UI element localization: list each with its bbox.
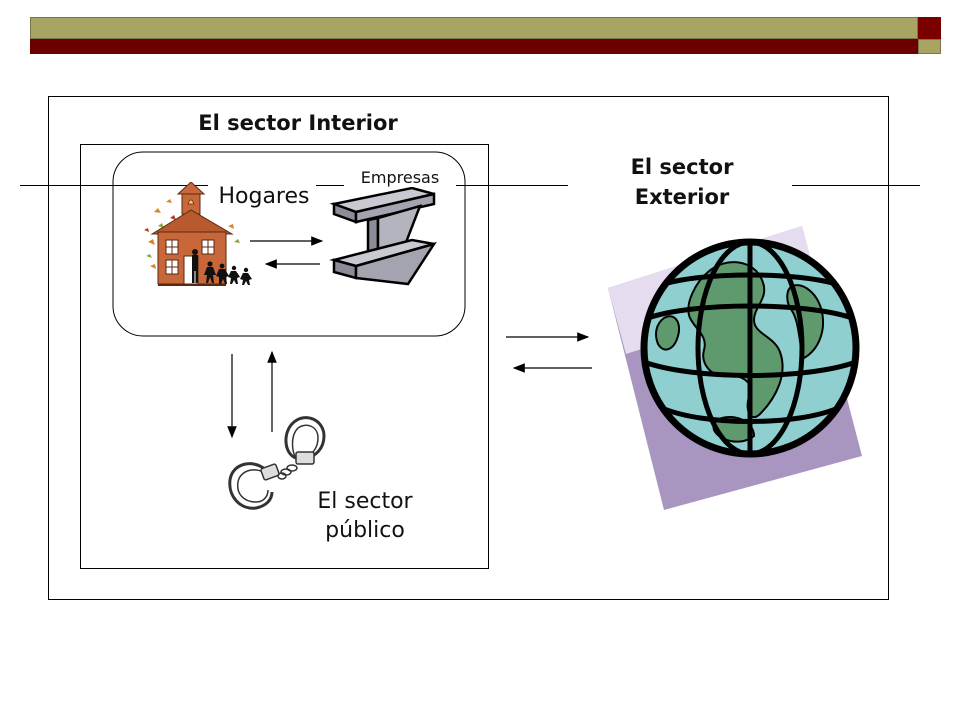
interior-sector-title: El sector Interior — [198, 111, 398, 135]
title-bar-red-stripe — [30, 39, 918, 54]
exterior-title-line1: El sector — [630, 155, 734, 179]
empresas-label: Empresas — [346, 168, 454, 187]
outer-economy-box — [48, 96, 889, 600]
steel-beam-icon — [329, 186, 437, 286]
title-bar-olive-square — [918, 39, 941, 54]
handcuffs-icon — [228, 416, 326, 510]
interior-sector-box — [80, 144, 489, 569]
exterior-title-line2: Exterior — [634, 185, 730, 209]
title-bar-olive-stripe — [30, 17, 918, 39]
slide-title-bar — [30, 17, 941, 55]
globe-icon — [608, 226, 862, 510]
public-label-line1: El sector — [317, 489, 413, 514]
public-label-line2: público — [325, 518, 405, 543]
public-sector-label: El sector público — [300, 487, 430, 545]
title-bar-red-square — [918, 17, 941, 39]
exterior-sector-title: El sector Exterior — [592, 152, 772, 212]
hogares-label: Hogares — [214, 184, 314, 209]
house-with-family-icon — [144, 182, 252, 286]
